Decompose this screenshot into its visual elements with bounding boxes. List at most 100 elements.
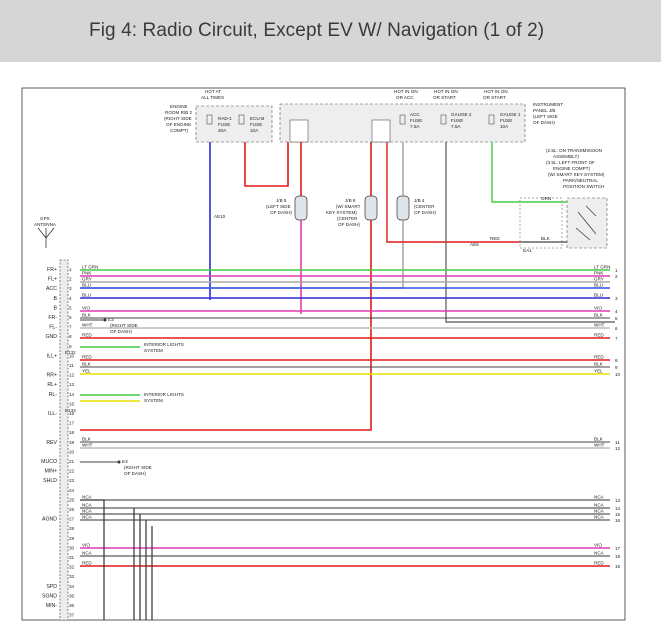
svg-text:ANTENNA: ANTENNA — [34, 222, 57, 227]
wire-label-left: WHT — [82, 443, 93, 448]
svg-text:GAUGE 1: GAUGE 1 — [500, 112, 521, 117]
svg-text:POSITION SWITCH: POSITION SWITCH — [563, 184, 604, 189]
radio-pin-number: 26 — [69, 507, 75, 512]
radio-pin-number: 13 — [69, 382, 75, 387]
wire-label: PNK — [594, 271, 604, 276]
radio-pin-number: 17 — [69, 421, 75, 426]
connector-jb8 — [364, 195, 378, 221]
radio-pin-number: 16 — [69, 411, 75, 416]
radio-pin-number: 18 — [69, 430, 75, 435]
radio-pin-number: 33 — [69, 574, 75, 579]
wire-label-left: BLK — [82, 313, 92, 318]
svg-text:7.5A: 7.5A — [410, 124, 420, 129]
svg-text:(CENTER: (CENTER — [414, 204, 435, 209]
radio-pin-number: 20 — [69, 449, 75, 454]
wire-number: 15 — [615, 512, 621, 517]
radio-pin-number: 15 — [69, 401, 75, 406]
svg-text:INTERIOR LIGHTS: INTERIOR LIGHTS — [144, 392, 184, 397]
svg-text:EA1: EA1 — [523, 248, 532, 253]
radio-pin-number: 23 — [69, 478, 75, 483]
radio-pin-number: 21 — [69, 459, 75, 464]
wire-number: 16 — [615, 518, 621, 523]
svg-text:E3: E3 — [122, 459, 128, 464]
svg-text:GPS: GPS — [40, 216, 50, 221]
wire-blk-gauge — [445, 142, 615, 323]
wire-label: NCA — [594, 515, 605, 520]
wire-grn-gauge — [491, 142, 520, 203]
svg-text:GAUGE 2: GAUGE 2 — [451, 112, 472, 117]
wire-label: RED — [594, 355, 604, 360]
interior-lights-group-1: INTERIOR LIGHTS SYSTEM — [80, 342, 184, 353]
svg-text:(LEFT SIDE: (LEFT SIDE — [266, 204, 291, 209]
fuse-rad-1: RAD-1 — [218, 116, 232, 121]
wire-gry-feed-2 — [80, 220, 404, 289]
radio-pin-number: 25 — [69, 497, 75, 502]
radio-pin-number: 4 — [69, 296, 72, 301]
svg-text:OR START: OR START — [433, 95, 456, 100]
svg-text:AE8: AE8 — [470, 242, 479, 247]
radio-pin-number: 14 — [69, 392, 75, 397]
radio-pin-number: 7 — [69, 325, 72, 330]
wire-label: NCA — [594, 551, 605, 556]
radio-pin-label: FR- — [48, 315, 57, 321]
wire-number: 8 — [615, 358, 618, 363]
svg-text:HOT IN ON: HOT IN ON — [434, 89, 458, 94]
wire-number: 17 — [615, 546, 621, 551]
engine-room-1: ENGINE — [170, 104, 188, 109]
svg-text:ACC: ACC — [410, 112, 420, 117]
svg-text:PARK/NEUTRAL: PARK/NEUTRAL — [563, 178, 598, 183]
title-bar: Fig 4: Radio Circuit, Except EV W/ Navig… — [0, 0, 661, 62]
wire-number: 3 — [615, 296, 618, 301]
radio-pin-number: 2 — [69, 277, 72, 282]
radio-pin-label: ILL- — [48, 411, 57, 417]
hot-at-label-1: HOT AT — [205, 89, 221, 94]
svg-text:ENGINE COMPT): ENGINE COMPT) — [553, 166, 590, 171]
wire-label-left: NCA — [82, 503, 93, 508]
radio-pin-number: 19 — [69, 440, 75, 445]
svg-text:OR START: OR START — [483, 95, 506, 100]
svg-text:7.5A: 7.5A — [451, 124, 461, 129]
wire-label-left: PNK — [82, 271, 92, 276]
wire-number: 19 — [615, 564, 621, 569]
wire-number: 10 — [615, 372, 621, 377]
svg-text:RED: RED — [490, 236, 500, 241]
instrument-panel-jb — [279, 103, 526, 143]
radio-pin-label: B — [54, 305, 58, 311]
wire-number: 2 — [615, 274, 618, 279]
fuse-ecub-2: FUSE — [250, 122, 262, 127]
radio-pin-number: 3 — [69, 286, 72, 291]
wire-label-left: BLK — [82, 362, 92, 367]
engine-room-2: ROOM R/B 2 — [165, 110, 193, 115]
wire-number: 1 — [615, 268, 618, 273]
radio-pin-label: RL+ — [47, 382, 57, 388]
radio-pin-label: SPD — [46, 584, 57, 590]
engine-room-3: (RIGHT SIDE — [164, 116, 192, 121]
radio-pin-label: FR+ — [47, 267, 57, 273]
radio-pin-label: SGND — [42, 593, 57, 599]
svg-text:(LEFT SIDE: (LEFT SIDE — [533, 114, 558, 119]
radio-pin-number: 5 — [69, 305, 72, 310]
svg-text:INSTRUMENT: INSTRUMENT — [533, 102, 563, 107]
wire-red-feed-1 — [244, 142, 289, 187]
wire-label: BLU — [594, 293, 603, 298]
radio-pin-label: SHLD — [43, 478, 57, 484]
radio-pin-label: B — [54, 296, 58, 302]
wire-label: LT GRN — [594, 265, 610, 270]
radio-pin-label: MUCO — [41, 459, 57, 465]
svg-text:(RIGHT SIDE: (RIGHT SIDE — [124, 465, 152, 470]
radio-pin-label: REV — [46, 440, 57, 446]
radio-pin-number: 32 — [69, 565, 75, 570]
wire-label: BLU — [594, 283, 603, 288]
wire-label-left: RED — [82, 355, 92, 360]
wire-label: VIO — [594, 543, 602, 548]
wire-label-left: BLU — [82, 293, 91, 298]
wire-label: YEL — [594, 369, 603, 374]
svg-text:FUSE: FUSE — [451, 118, 463, 123]
radio-pin-number: 36 — [69, 603, 75, 608]
svg-text:PANEL J/B: PANEL J/B — [533, 108, 555, 113]
radio-pin-label: MIN- — [46, 603, 58, 609]
svg-text:OR ACC: OR ACC — [396, 95, 414, 100]
wire-number: 5 — [615, 316, 618, 321]
